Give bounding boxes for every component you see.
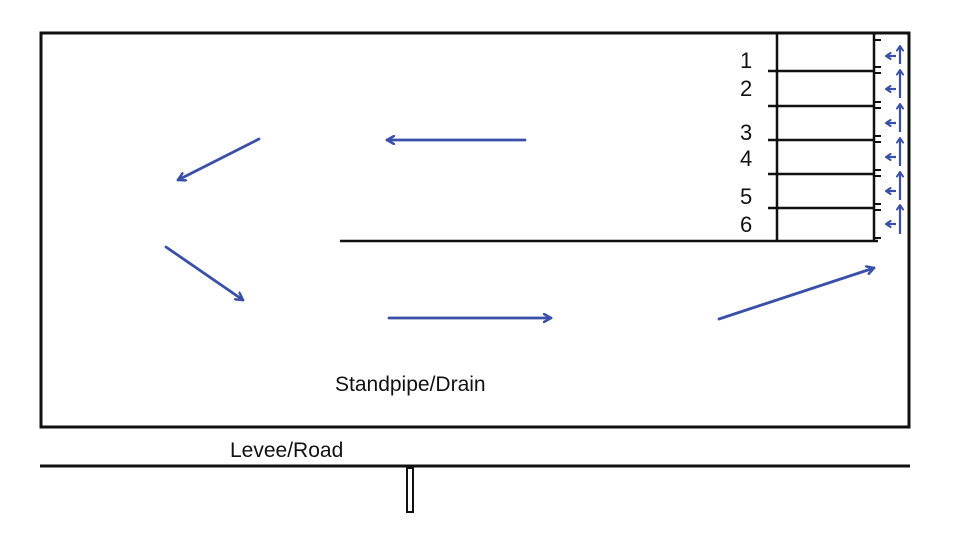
lane-number: 6 <box>740 212 752 237</box>
raceway-structure <box>768 33 881 241</box>
lane-number: 1 <box>740 48 752 73</box>
lane-number: 3 <box>740 120 752 145</box>
lane-number: 5 <box>740 184 752 209</box>
arrow-icon <box>717 268 876 321</box>
pond-boundary <box>39 31 911 429</box>
standpipe-icon <box>406 467 414 513</box>
inlet-arrows <box>885 45 904 234</box>
lane-number: 2 <box>740 76 752 101</box>
arrow-icon <box>164 245 245 302</box>
lane-number: 4 <box>740 146 752 171</box>
standpipe-label: Standpipe/Drain <box>335 373 486 396</box>
levee-label: Levee/Road <box>230 439 343 462</box>
arrow-icon <box>176 137 261 180</box>
circulation-arrows <box>164 137 876 321</box>
